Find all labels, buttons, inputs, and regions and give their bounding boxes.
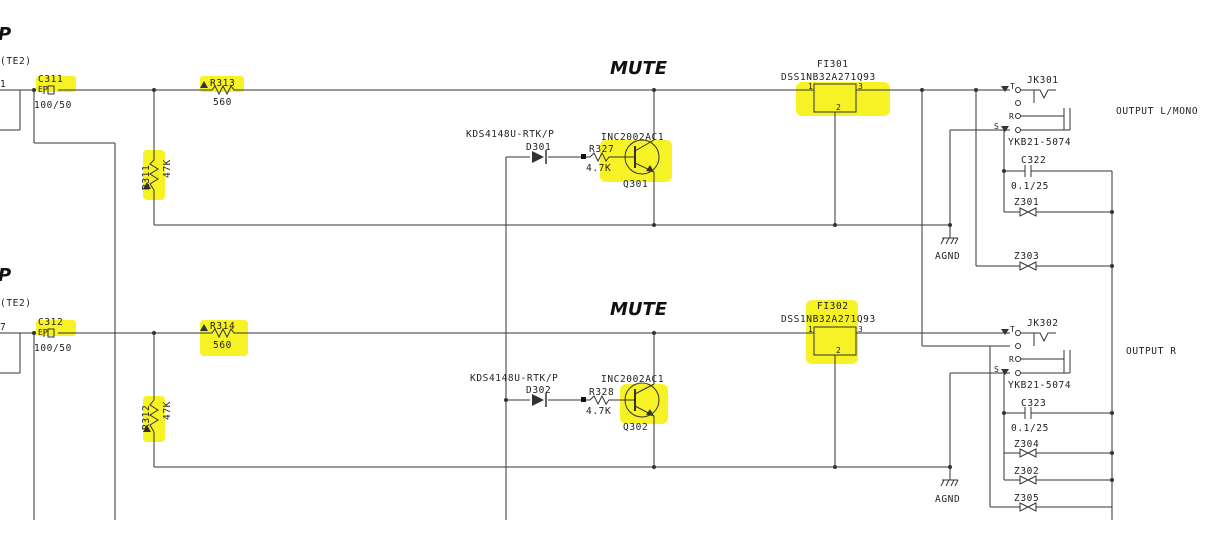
components (32, 81, 1114, 512)
z302-ref: Z302 (1014, 466, 1039, 477)
output-label-top: OUTPUT L/MONO (1116, 106, 1198, 117)
section-letter-top: P (0, 24, 11, 45)
fi301-part: DSS1NB32A271Q93 (781, 72, 876, 83)
fi302-part: DSS1NB32A271Q93 (781, 314, 876, 325)
c312-ref: C312 (38, 317, 63, 328)
te2-label-top: (TE2) (0, 56, 32, 67)
q301-ref: Q301 (623, 179, 648, 190)
r313-value: 560 (213, 97, 232, 108)
z301-ref: Z301 (1014, 197, 1039, 208)
z305-ref: Z305 (1014, 493, 1039, 504)
labels: P (TE2) 1 P (TE2) 7 MUTE MUTE C311 EP 10… (0, 24, 1198, 505)
r313-ref: R313 (210, 78, 235, 89)
r314-value: 560 (213, 340, 232, 351)
jk302-pin-s: S (994, 365, 999, 374)
fi301-ref: FI301 (817, 59, 849, 70)
jk301-part: YKB21-5074 (1008, 137, 1071, 148)
agnd-label-bottom: AGND (935, 494, 960, 505)
q302-part: INC2002AC1 (601, 374, 664, 385)
jk302-ref: JK302 (1027, 318, 1059, 329)
r328-ref: R328 (589, 387, 614, 398)
pin-label-bottom: 7 (0, 322, 6, 333)
q301-part: INC2002AC1 (601, 132, 664, 143)
jk301-ref: JK301 (1027, 75, 1059, 86)
c311-ref: C311 (38, 74, 63, 85)
c312-ep: EP (38, 328, 48, 337)
jk302-pin-r: R (1009, 355, 1014, 364)
jk302-pin-t: T (1010, 325, 1015, 334)
c323-value: 0.1/25 (1011, 423, 1049, 434)
pin-label-top: 1 (0, 79, 6, 90)
jk301-pin-r: R (1009, 112, 1014, 121)
c311-ep: EP (38, 85, 48, 94)
r314-ref: R314 (210, 321, 235, 332)
r311-value: 47K (162, 159, 173, 178)
r328-value: 4.7K (586, 406, 611, 417)
fi301-pin3: 3 (858, 82, 863, 91)
wires-bottom (0, 332, 1112, 520)
highlight-marks (36, 76, 890, 442)
c311-value: 100/50 (34, 100, 72, 111)
r327-ref: R327 (589, 144, 614, 155)
fi302-ref: FI302 (817, 301, 849, 312)
fi302-pin1: 1 (808, 325, 813, 334)
c323-ref: C323 (1021, 398, 1046, 409)
output-label-bottom: OUTPUT R (1126, 346, 1177, 357)
fi301-pin2: 2 (836, 103, 841, 112)
c312-value: 100/50 (34, 343, 72, 354)
section-letter-bottom: P (0, 265, 11, 286)
d301-ref: D301 (526, 142, 551, 153)
c322-value: 0.1/25 (1011, 181, 1049, 192)
r312-value: 47K (162, 401, 173, 420)
jk301-pin-s: S (994, 122, 999, 131)
wires-top (0, 89, 1113, 520)
jk302-part: YKB21-5074 (1008, 380, 1071, 391)
q302-ref: Q302 (623, 422, 648, 433)
c322-ref: C322 (1021, 155, 1046, 166)
mute-title-top: MUTE (610, 58, 668, 79)
te2-label-bottom: (TE2) (0, 298, 32, 309)
fi302-pin2: 2 (836, 346, 841, 355)
mute-title-bottom: MUTE (610, 299, 668, 320)
r311-ref: R311 (141, 165, 152, 190)
d302-ref: D302 (526, 385, 551, 396)
fi302-pin3: 3 (858, 325, 863, 334)
z303-ref: Z303 (1014, 251, 1039, 262)
r312-ref: R312 (141, 405, 152, 430)
d302-part: KDS4148U-RTK/P (470, 373, 558, 384)
r327-value: 4.7K (586, 163, 611, 174)
z304-ref: Z304 (1014, 439, 1039, 450)
jk301-pin-t: T (1010, 82, 1015, 91)
d301-part: KDS4148U-RTK/P (466, 129, 554, 140)
fi301-pin1: 1 (808, 82, 813, 91)
agnd-label-top: AGND (935, 251, 960, 262)
